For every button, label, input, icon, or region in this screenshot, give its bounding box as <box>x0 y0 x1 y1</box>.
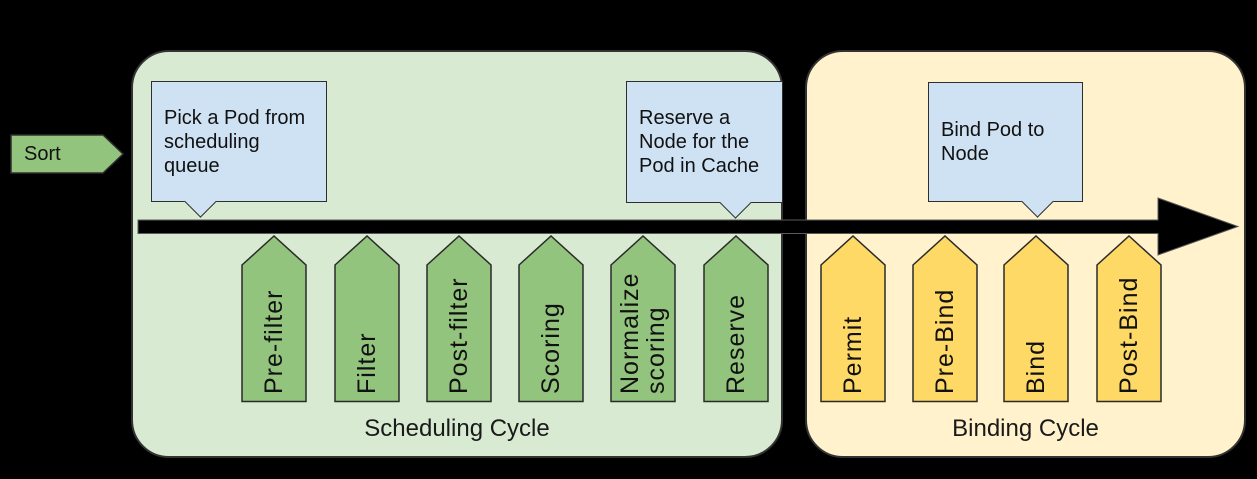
binding-cycle-title: Binding Cycle <box>952 415 1099 442</box>
stage-bind: Bind <box>1003 234 1069 403</box>
stage-post-filter: Post-filter <box>426 234 492 403</box>
sort-label: Sort <box>24 142 61 165</box>
stage-label: Pre-Bind <box>931 288 959 394</box>
stage-arrow-shape <box>820 234 886 403</box>
callout-text: Bind Pod to Node <box>941 119 1045 165</box>
scheduling-cycle-title: Scheduling Cycle <box>364 415 550 442</box>
stage-pre-bind: Pre-Bind <box>912 234 978 403</box>
stage-filter: Filter <box>334 234 400 403</box>
stage-reserve: Reserve <box>703 234 769 403</box>
stage-label: Normalize scoring <box>616 272 670 394</box>
stage-arrow-shape <box>610 234 676 403</box>
stage-arrow-shape <box>1096 234 1162 403</box>
stage-pre-filter: Pre-filter <box>241 234 307 403</box>
sort-arrow: Sort <box>10 134 125 174</box>
callout-reserve-node: Reserve a Node for the Pod in Cache <box>626 81 783 219</box>
callout-bind-pod: Bind Pod to Node <box>928 82 1083 218</box>
stage-label: Filter <box>353 332 381 394</box>
stage-arrow-shape <box>334 234 400 403</box>
stage-scoring: Scoring <box>518 234 584 403</box>
stage-arrow-shape <box>1003 234 1069 403</box>
stage-label: Scoring <box>537 302 565 394</box>
stage-label: Bind <box>1022 339 1050 394</box>
stage-arrow-shape <box>703 234 769 403</box>
stage-arrow-shape <box>912 234 978 403</box>
stage-post-bind: Post-Bind <box>1096 234 1162 403</box>
stage-label: Reserve <box>722 293 750 394</box>
stage-label: Post-Bind <box>1115 276 1143 394</box>
sort-arrow-shape <box>10 134 125 174</box>
stage-label: Permit <box>839 315 867 394</box>
stage-arrow-shape <box>518 234 584 403</box>
stage-arrow-shape <box>241 234 307 403</box>
stage-arrow-shape <box>426 234 492 403</box>
stage-label: Post-filter <box>445 277 473 394</box>
stage-permit: Permit <box>820 234 886 403</box>
stage-label: Pre-filter <box>260 289 288 394</box>
callout-pick-pod: Pick a Pod from scheduling queue <box>151 81 327 218</box>
callout-text: Reserve a Node for the Pod in Cache <box>639 107 760 177</box>
stage-normalize-scoring: Normalize scoring <box>610 234 676 403</box>
callout-text: Pick a Pod from scheduling queue <box>164 106 306 177</box>
